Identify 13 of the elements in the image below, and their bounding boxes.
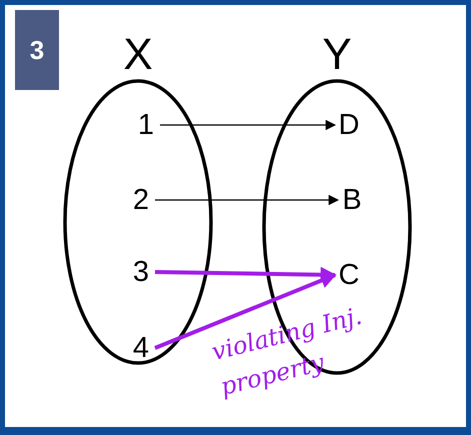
set-heading: Y (321, 33, 353, 77)
element-label: B (338, 183, 366, 217)
element-label: 1 (132, 108, 160, 142)
arrow (154, 273, 336, 350)
arrow (160, 120, 336, 130)
slide-number: 3 (15, 10, 59, 90)
element-label: 3 (127, 255, 155, 289)
element-label: 2 (127, 183, 155, 217)
element-label: D (335, 108, 363, 142)
element-label: 4 (127, 331, 155, 365)
set-heading: X (122, 33, 154, 77)
arrow (155, 194, 340, 206)
element-label: C (335, 258, 363, 292)
